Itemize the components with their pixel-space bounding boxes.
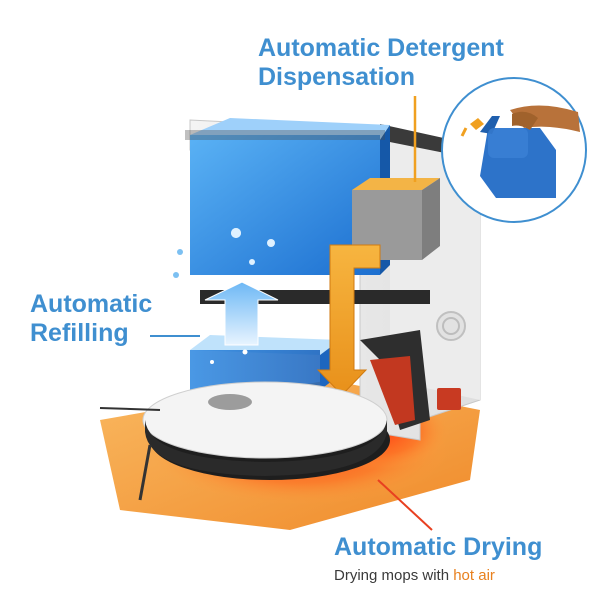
refilling-title-line1: Automatic <box>30 290 153 318</box>
refill-arrow <box>204 281 279 346</box>
drying-title: Automatic Drying <box>334 533 543 561</box>
detergent-title-line1: Automatic Detergent <box>258 34 504 62</box>
drying-subtitle: Drying mops with hot air <box>334 567 495 584</box>
drying-subtitle-prefix: Drying mops with <box>334 567 454 584</box>
drying-subtitle-highlight: hot air <box>453 567 495 584</box>
refilling-title-line2: Refilling <box>30 318 129 347</box>
leader-lines <box>150 96 433 531</box>
detergent-title-line2: Dispensation <box>258 62 415 91</box>
water-droplets <box>231 228 241 238</box>
detergent-inset <box>441 77 587 223</box>
detergent-title: Automatic Detergent Dispensation <box>258 34 504 92</box>
refilling-title: Automatic Refilling <box>30 290 152 348</box>
robot-vacuum <box>99 381 390 501</box>
detergent-flow-arrow <box>316 244 381 396</box>
